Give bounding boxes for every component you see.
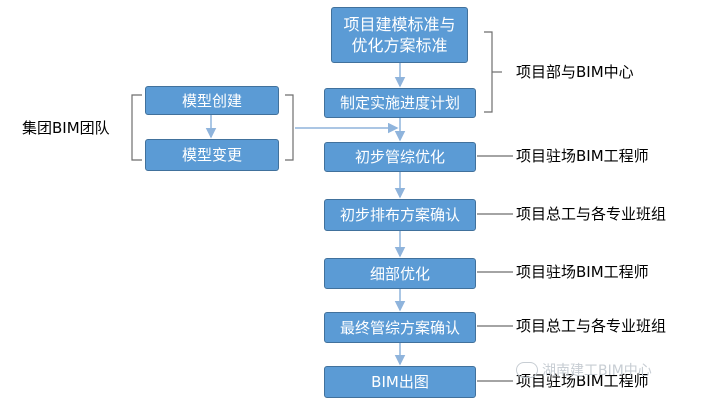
step-preliminary-layout-confirm: 初步排布方案确认 xyxy=(324,199,476,231)
side-model-creation-label: 模型创建 xyxy=(181,91,242,110)
role-chief-and-teams-2: 项目总工与各专业班组 xyxy=(516,317,667,335)
bracket-dept-center xyxy=(484,31,493,113)
step-final-plan-confirm: 最终管综方案确认 xyxy=(324,312,476,343)
step-final-plan-confirm-label: 最终管综方案确认 xyxy=(339,318,460,337)
watermark: 湖南建工BIM中心 xyxy=(516,360,652,380)
wechat-icon xyxy=(516,362,538,378)
side-model-change: 模型变更 xyxy=(145,139,279,171)
step-schedule-plan-label: 制定实施进度计划 xyxy=(339,94,460,112)
step-schedule-plan: 制定实施进度计划 xyxy=(324,88,476,118)
step-modeling-standards: 项目建模标准与优化方案标准 xyxy=(331,7,468,63)
role-dept-center: 项目部与BIM中心 xyxy=(516,63,634,81)
bracket-group-team xyxy=(131,94,142,161)
role-resident-engineer-1: 项目驻场BIM工程师 xyxy=(516,147,649,165)
step-modeling-standards-label: 项目建模标准与优化方案标准 xyxy=(343,15,456,55)
watermark-text: 湖南建工BIM中心 xyxy=(542,363,652,379)
role-group-team: 集团BIM团队 xyxy=(22,119,110,137)
step-detail-optimization: 细部优化 xyxy=(324,258,476,289)
step-bim-drawings-label: BIM出图 xyxy=(371,373,429,391)
role-resident-engineer-3: 项目驻场BIM工程师 xyxy=(516,372,649,390)
side-model-change-label: 模型变更 xyxy=(181,146,242,164)
step-preliminary-optimization: 初步管综优化 xyxy=(324,142,476,172)
step-preliminary-layout-confirm-label: 初步排布方案确认 xyxy=(339,206,460,224)
bracket-side-right xyxy=(285,94,294,161)
step-preliminary-optimization-label: 初步管综优化 xyxy=(354,148,445,166)
side-model-creation: 模型创建 xyxy=(145,86,279,115)
role-resident-engineer-2: 项目驻场BIM工程师 xyxy=(516,263,649,281)
role-chief-and-teams-1: 项目总工与各专业班组 xyxy=(516,205,667,223)
step-bim-drawings: BIM出图 xyxy=(324,366,476,398)
step-detail-optimization-label: 细部优化 xyxy=(369,264,430,283)
